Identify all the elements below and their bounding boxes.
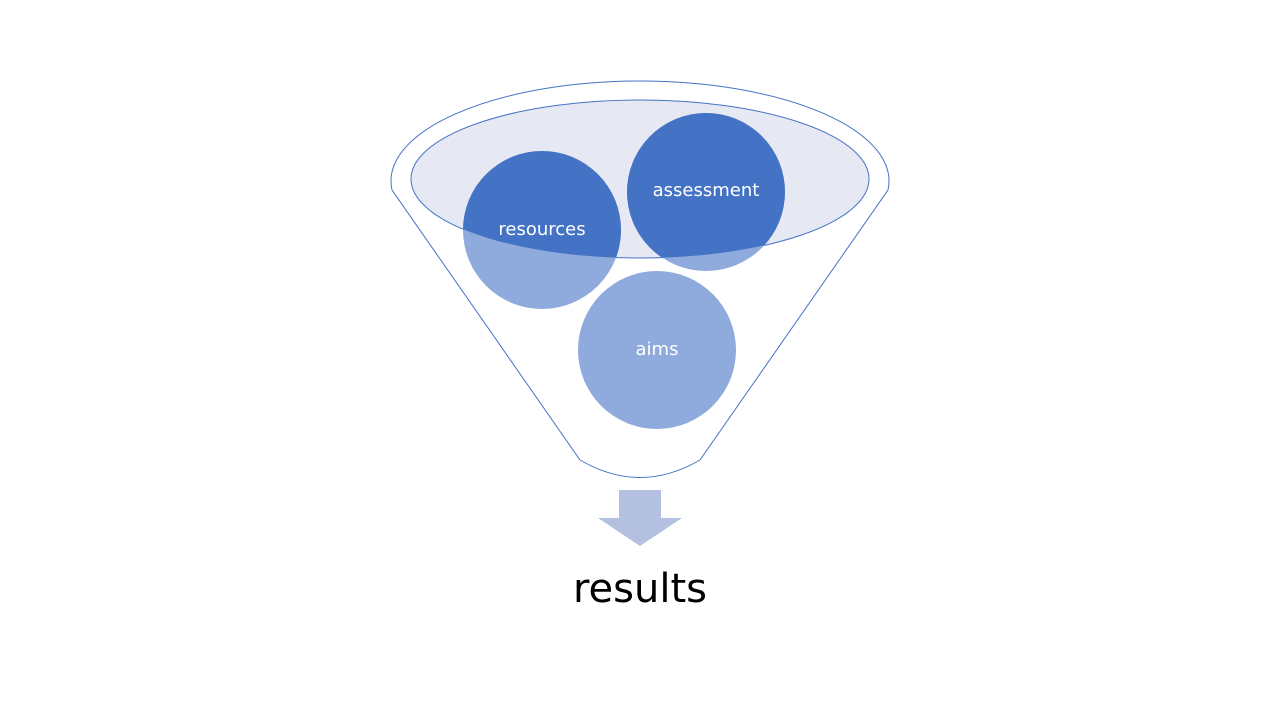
- aims-circle: [578, 271, 736, 429]
- circles-dark: [463, 113, 785, 258]
- down-arrow-icon: [598, 490, 682, 546]
- aims-label: aims: [636, 339, 679, 360]
- results-label: results: [573, 566, 707, 612]
- resources-label: resources: [498, 219, 585, 240]
- assessment-label: assessment: [653, 180, 760, 201]
